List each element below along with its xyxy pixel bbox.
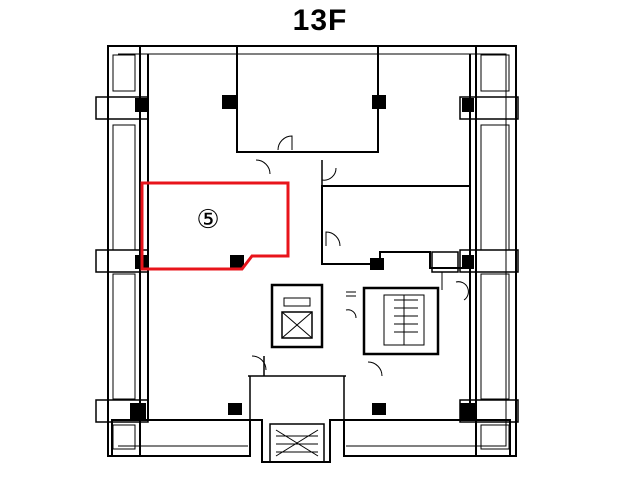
- stair-icon: [362, 286, 440, 356]
- outer-wall: [107, 45, 517, 463]
- bottom-stair: [269, 423, 325, 463]
- unit-5-highlight: [140, 181, 290, 271]
- top-core-room: [236, 46, 379, 153]
- bottom-right-balcony: [343, 419, 511, 457]
- door-swing-icon: [277, 135, 293, 151]
- unit-label: ⑤: [196, 205, 220, 235]
- elevator-icon: [270, 283, 324, 349]
- column-icon: [130, 95, 476, 419]
- right-balcony: [475, 45, 517, 457]
- inner-wall: [118, 53, 507, 447]
- right-office: [321, 185, 471, 269]
- bottom-left-balcony: [111, 419, 251, 457]
- floor-title: 13F: [292, 4, 348, 37]
